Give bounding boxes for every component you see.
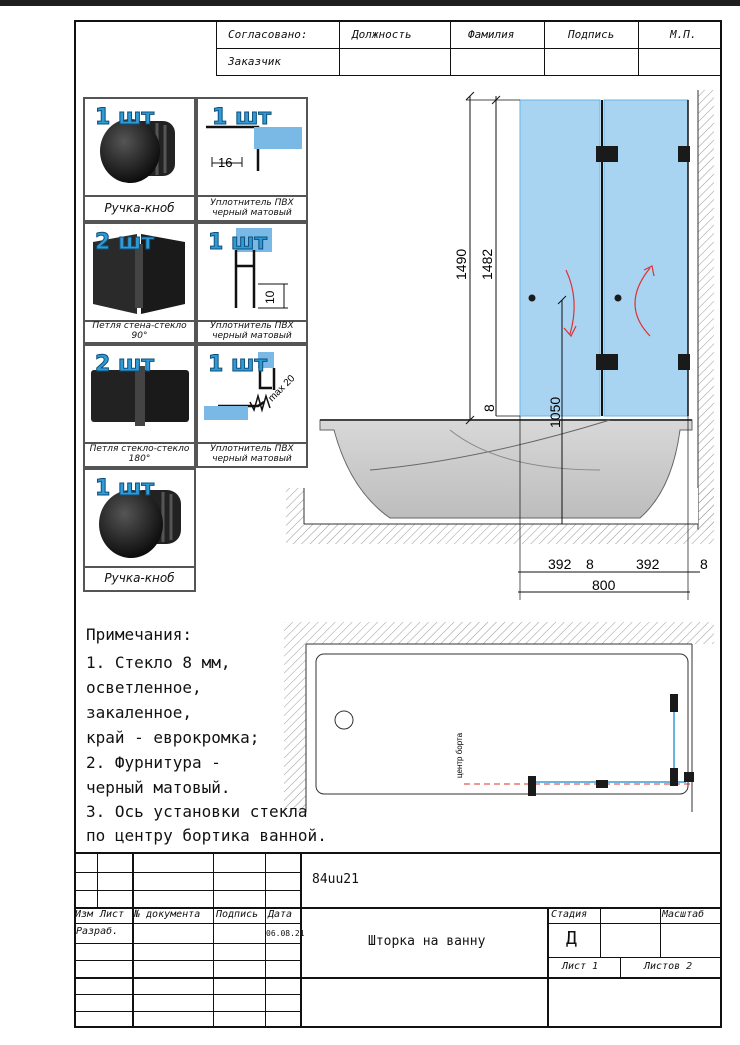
dim-gap: 8: [481, 404, 497, 412]
hinge-180-image: [91, 366, 189, 426]
part-hinge-90: 2 шт Петля стена-стекло 90°: [83, 222, 196, 344]
doc-no-label: № документа: [134, 909, 201, 920]
note-line: закаленное,: [86, 703, 192, 722]
part-caption: Уплотнитель ПВХ черный матовый: [198, 442, 306, 466]
hinge-icon: [670, 694, 678, 712]
hinge-icon: [670, 768, 678, 786]
part-caption: Уплотнитель ПВХ черный матовый: [198, 320, 306, 342]
wall-hinge-icon: [678, 146, 690, 162]
seal-profile-drawing: max 20: [204, 352, 298, 420]
sheet-label: Лист: [100, 909, 125, 920]
qty-badge: 1 шт: [94, 476, 155, 502]
part-caption: Петля стекло-стекло 180°: [85, 442, 194, 466]
qty-badge: 1 шт: [207, 352, 268, 378]
hinge-icon: [528, 776, 536, 796]
note-line: 3. Ось установки стекла: [86, 802, 308, 821]
change-label: Изм: [75, 909, 94, 920]
part-caption: Уплотнитель ПВХ черный матовый: [198, 195, 306, 220]
hinge-icon: [596, 780, 608, 788]
seal-header: М.П.: [670, 28, 697, 41]
customer-label: Заказчик: [228, 55, 281, 68]
seal-dimension: 10: [263, 290, 277, 304]
agreed-label: Согласовано:: [228, 28, 308, 41]
scale-label: Масштаб: [662, 909, 705, 920]
note-line: 1. Стекло 8 мм,: [86, 653, 231, 672]
elevation-view: 1490 1482 8 1050 392 8 392 8 800: [286, 90, 714, 600]
note-line: по центру бортика ванной.: [86, 826, 327, 845]
top-strip: [0, 0, 740, 6]
note-line: край - еврокромка;: [86, 728, 260, 747]
part-knob-top: 1 шт Ручка-кноб: [83, 97, 196, 222]
hinge-90-image: [93, 234, 185, 314]
dim-panel-left: 392: [548, 556, 572, 572]
dim-gap-mid: 8: [586, 556, 594, 572]
seal-profile-drawing: 10: [234, 228, 288, 309]
drawing-frame: [74, 20, 722, 1028]
drawing-title: Шторка на ванну: [368, 934, 486, 949]
hinge-icon: [604, 146, 618, 162]
part-seal-2: 10 1 шт Уплотнитель ПВХ черный матовый: [196, 222, 308, 344]
part-seal-1: 16 1 шт Уплотнитель ПВХ черный матовый: [196, 97, 308, 222]
note-line: черный матовый.: [86, 778, 231, 797]
part-caption: Ручка-кноб: [85, 195, 194, 220]
stage-value: Д: [566, 928, 577, 949]
signature-header: Подпись: [568, 28, 615, 41]
bathtub-plan: [315, 653, 689, 795]
part-seal-3: max 20 1 шт Уплотнитель ПВХ черный матов…: [196, 344, 308, 468]
knob-icon: [528, 294, 536, 302]
stage-label: Стадия: [551, 909, 588, 920]
open-arrow-icon: [634, 267, 651, 337]
qty-badge: 1 шт: [94, 105, 155, 131]
knob-icon: [614, 294, 622, 302]
hinge-icon: [684, 772, 694, 782]
knob-image: [99, 490, 181, 558]
part-caption: Петля стена-стекло 90°: [85, 320, 194, 342]
open-arrow-icon: [565, 269, 575, 335]
hinge-icon: [604, 354, 618, 370]
part-hinge-180: 2 шт Петля стекло-стекло 180°: [83, 344, 196, 468]
qty-badge: 2 шт: [94, 230, 155, 256]
sheets-value: Листов 2: [644, 961, 693, 972]
dim-glass-height: 1482: [479, 249, 495, 280]
wall-hatch: [698, 90, 714, 530]
surname-header: Фамилия: [468, 28, 515, 41]
dim-gap-right: 8: [700, 556, 708, 572]
qty-badge: 1 шт: [211, 105, 272, 131]
part-knob-bottom: 1 шт Ручка-кноб: [83, 468, 196, 592]
date-label: Дата: [268, 909, 293, 920]
dim-panel-right: 392: [636, 556, 660, 572]
hinge-icon: [596, 146, 604, 162]
qty-badge: 2 шт: [94, 352, 155, 378]
developed-label: Разраб.: [76, 926, 119, 937]
sheet-value: Лист 1: [562, 961, 599, 972]
qty-badge: 1 шт: [207, 230, 268, 256]
glass-panel-left: [519, 99, 601, 417]
knob-image: [100, 119, 175, 183]
rim-center-label: центр борта: [455, 732, 464, 778]
doc-code: 84uu21: [312, 872, 359, 887]
seal-dimension: 16: [218, 155, 232, 170]
bathtub: [319, 419, 693, 519]
dim-handle-height: 1050: [547, 397, 563, 428]
hinge-icon: [596, 354, 604, 370]
drain-icon: [334, 710, 354, 730]
date-value: 06.08.21: [266, 929, 305, 938]
plan-view: центр борта: [284, 622, 714, 812]
notes-title: Примечания:: [86, 625, 192, 644]
part-caption: Ручка-кноб: [85, 566, 194, 590]
position-header: Должность: [352, 28, 412, 41]
signature-label: Подпись: [216, 909, 259, 920]
dim-total-width: 800: [592, 577, 616, 593]
note-line: 2. Фурнитура -: [86, 753, 221, 772]
wall-hinge-icon: [678, 354, 690, 370]
seal-profile-drawing: 16: [206, 125, 302, 171]
note-line: осветленное,: [86, 678, 202, 697]
dim-total-height: 1490: [453, 249, 469, 280]
